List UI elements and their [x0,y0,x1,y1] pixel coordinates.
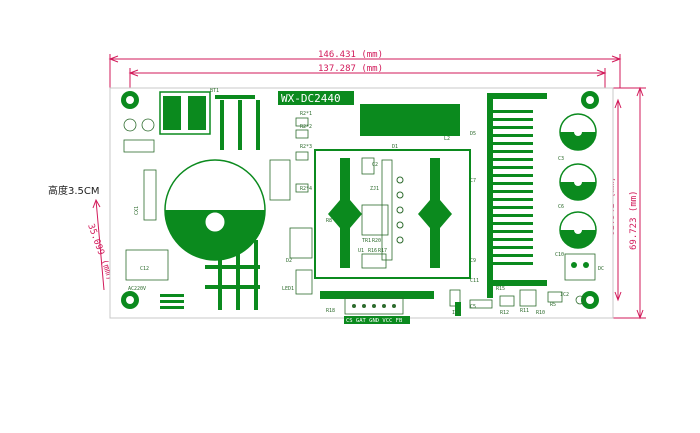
svg-text:IC1: IC1 [452,310,461,316]
heatsink [487,93,547,298]
svg-text:C5: C5 [470,304,476,310]
svg-text:C11: C11 [470,278,479,284]
fuse-block [159,91,211,135]
svg-text:R2*2: R2*2 [300,124,312,130]
svg-text:D5: D5 [470,131,476,137]
output-capacitors [559,113,597,249]
model-badge [278,91,354,105]
bottom-right-components [449,289,585,309]
svg-text:L2: L2 [444,136,450,142]
svg-text:R18: R18 [326,308,335,314]
svg-text:IC2: IC2 [560,292,569,298]
model-label: WX-DC2440 [281,92,341,105]
power-resistor [360,104,460,136]
svg-text:U1: U1 [358,248,364,254]
svg-text:R12: R12 [500,310,509,316]
svg-text:C12: C12 [140,266,149,272]
fuse-label: BT1 [210,88,219,94]
svg-text:R17: R17 [378,248,387,254]
svg-text:C7: C7 [470,178,476,184]
svg-text:C9: C9 [470,258,476,264]
svg-text:R2*3: R2*3 [300,144,312,150]
pin-header-label: CS GAT GND VCC FB [346,318,403,324]
ac-connector [160,294,184,309]
pin-header [320,291,434,324]
svg-text:R15: R15 [496,286,505,292]
svg-text:C2: C2 [372,162,378,168]
svg-text:D2: D2 [286,258,292,264]
svg-text:R11: R11 [520,308,529,314]
output-terminal [564,253,596,281]
svg-text:R2*4: R2*4 [300,186,312,192]
svg-text:R20: R20 [372,238,381,244]
dimension-lines [92,54,646,320]
svg-text:C3: C3 [558,156,564,162]
svg-text:R5: R5 [550,302,556,308]
sense-strip [455,302,461,316]
svg-text:CX1: CX1 [134,206,140,215]
dim-height-outer: 69.723 (mm) [629,190,639,250]
mid-components [289,117,389,295]
left-components [123,118,291,281]
svg-text:R8: R8 [326,218,332,224]
main-capacitor [164,159,266,261]
transformer [314,149,471,279]
svg-text:C6: C6 [558,204,564,210]
height-note: 高度3.5CM [48,186,100,197]
silkscreen-labels: R2*1 R2*2 R2*3 R2*4 C2 D1 L2 D5 C3 C6 C7… [134,111,569,316]
dim-width-inner: 137.287 (mm) [318,64,383,74]
svg-text:C10: C10 [555,252,564,258]
dim-width-outer: 146.431 (mm) [318,50,383,60]
svg-text:D1: D1 [392,144,398,150]
svg-text:LED1: LED1 [282,286,294,292]
svg-text:R10: R10 [536,310,545,316]
svg-text:R16: R16 [368,248,377,254]
svg-text:ZJ1: ZJ1 [370,186,379,192]
ac-input-label: AC220V [128,286,146,292]
svg-text:R2*1: R2*1 [300,111,312,117]
mounting-holes [121,91,599,309]
svg-text:TR1: TR1 [362,238,371,244]
output-label: DC [598,266,604,272]
